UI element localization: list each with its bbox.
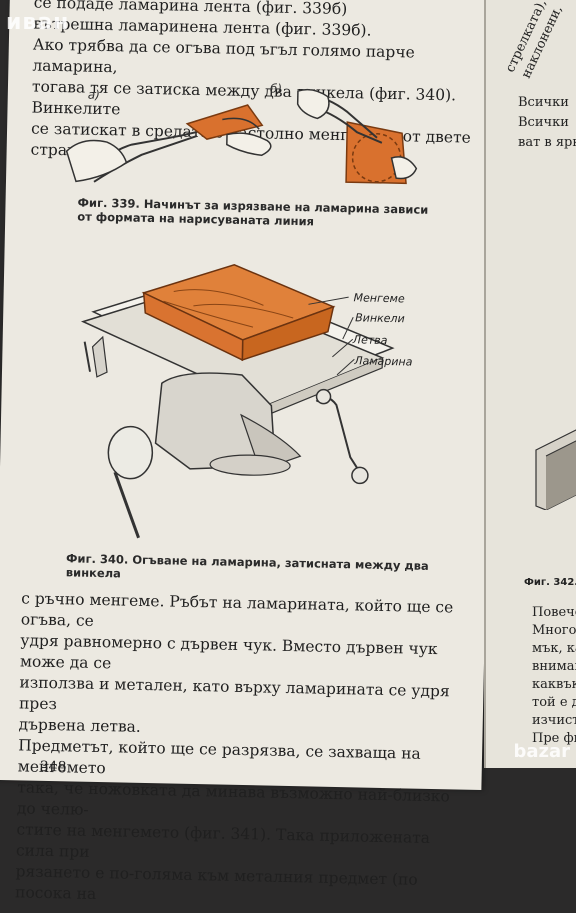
fig342-illustration (535, 429, 576, 510)
text-line: внимание (532, 659, 576, 674)
text-line: мък, как (532, 641, 576, 656)
fig339-caption: Фиг. 339. Начинът за изрязване на ламари… (77, 195, 458, 231)
fig340-illustration (80, 263, 395, 539)
callout-lath: Летва (352, 333, 388, 347)
text-line: ват в ярки (518, 135, 576, 150)
text-line: Всички (518, 95, 569, 110)
text-line: рязането е по-голяма към металния предме… (14, 862, 418, 904)
fig340-caption: Фиг. 340. Огъване на ламарина, затисната… (66, 551, 466, 587)
text-line: каквък е (532, 677, 576, 692)
callout-angle-bars: Винкели (355, 311, 405, 326)
callout-sheet: Ламарина (354, 354, 413, 369)
text-line: Повече (532, 605, 576, 620)
right-page: стрелката), наклонени, Всички Всички ват… (484, 0, 576, 768)
text-line: Пре фи (532, 731, 576, 746)
bazar-logo: bazar (513, 741, 570, 762)
watermark-logo: иван (6, 10, 70, 35)
bottom-paragraph: с ръчно менгеме. Ръбът на ламарината, ко… (15, 588, 473, 912)
text-line: изчистен (532, 713, 576, 728)
text-line: той е дре (532, 695, 576, 710)
fig339-illustration (65, 88, 418, 185)
callout-vise: Менгеме (353, 291, 405, 306)
right-bottom-lines: Повече Много мък, как внимание каквък е … (532, 604, 576, 748)
page-number: 348 (39, 758, 67, 776)
text-line: Всички (518, 115, 569, 130)
fig339b-shears (296, 88, 418, 185)
fig342-caption: Фиг. 342. (524, 577, 576, 588)
fig339a-shears (65, 104, 272, 183)
text-line: Много (532, 623, 576, 638)
right-top-lines: стрелката), наклонени, Всички Всички ват… (496, 0, 576, 150)
left-page: се подаде ламарина лента (фиг. 339б) вът… (0, 0, 498, 903)
